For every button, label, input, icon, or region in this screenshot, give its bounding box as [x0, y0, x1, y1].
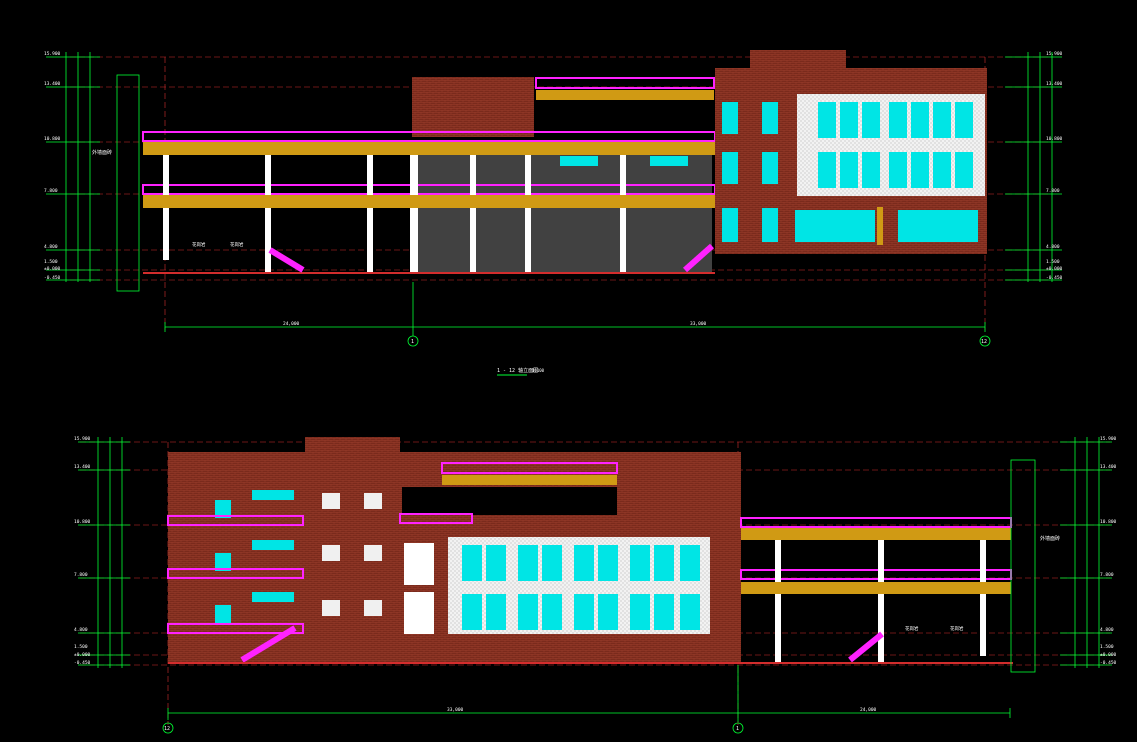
lower-left-level: 15.900 [74, 436, 91, 442]
upper-back-wall [412, 150, 712, 272]
lower-slab-level-3 [741, 528, 1011, 540]
drawing-scale: 1:100 [532, 368, 545, 373]
upper-curtain-windows [722, 102, 978, 242]
lower-left-level: 1.500 [74, 644, 88, 650]
upper-left-dim-column [46, 52, 140, 292]
lower-left-level: ±0.000 [74, 652, 91, 658]
lower-left-stair [240, 625, 297, 663]
lower-overall-dim-line [167, 665, 1011, 722]
lower-right-level: -0.450 [1100, 660, 1117, 666]
lower-right-level: 4.800 [1100, 627, 1114, 633]
upper-grid-bubble-label: 1 [411, 339, 414, 345]
upper-left-level: 7.800 [44, 188, 58, 194]
upper-brick-stair-tower [412, 77, 534, 137]
lower-elevation: 15.900 13.400 10.800 7.800 4.800 1.500 ±… [74, 436, 1117, 734]
upper-left-level: 13.400 [44, 81, 61, 87]
upper-elevation: 15.900 13.400 10.800 7.800 4.800 1.500 ±… [44, 50, 1063, 347]
upper-right-level: 4.800 [1046, 244, 1060, 250]
lower-louvers [404, 543, 434, 634]
upper-right-level: 7.800 [1046, 188, 1060, 194]
lower-left-level: 7.800 [74, 572, 88, 578]
upper-right-level: 15.900 [1046, 51, 1063, 57]
lower-tower-panels [322, 493, 382, 616]
lower-right-stair [848, 631, 884, 663]
upper-left-level: 1.500 [44, 259, 58, 265]
upper-left-stair [268, 247, 305, 273]
upper-slab-level-3 [143, 142, 715, 155]
upper-parapet [750, 50, 846, 72]
upper-overall-dim-line [164, 282, 986, 336]
drawing-title: 1 - 12 轴立面图 [497, 367, 538, 374]
lower-right-level: 1.500 [1100, 644, 1114, 650]
upper-grid-bubble-label: 12 [981, 339, 987, 345]
upper-right-level: ±0.000 [1046, 266, 1063, 272]
lower-grid-bubble [732, 722, 744, 734]
lower-ground-note: 花岗岩 [950, 625, 964, 632]
lower-overall-dim: 33,000 [447, 707, 464, 713]
lower-left-level: 4.800 [74, 627, 88, 633]
upper-material-note: 外墙面砖 [92, 149, 112, 156]
upper-columns [163, 155, 626, 273]
lower-right-level: ±0.000 [1100, 652, 1117, 658]
lower-grid-bubble-label: 1 [736, 726, 739, 732]
lower-right-level: 15.900 [1100, 436, 1117, 442]
lower-left-level: 13.400 [74, 464, 91, 470]
lower-grid-bubble-label: 12 [164, 726, 170, 732]
upper-door-post [877, 207, 883, 245]
upper-left-level: ±0.000 [44, 266, 61, 272]
upper-left-level: 4.800 [44, 244, 58, 250]
upper-ground-note: 花岗岩 [192, 241, 206, 248]
upper-right-level: -0.450 [1046, 275, 1063, 281]
upper-right-level: 10.800 [1046, 136, 1063, 142]
upper-mid-windows [560, 156, 688, 166]
lower-left-level: -0.450 [74, 660, 91, 666]
lower-columns [775, 540, 986, 662]
lower-left-railings [167, 513, 473, 634]
lower-left-level: 10.800 [74, 519, 91, 525]
lower-slab-level-2 [741, 582, 1011, 594]
upper-right-level: 13.400 [1046, 81, 1063, 87]
upper-overall-dim: 33,000 [690, 321, 707, 327]
lower-top-slab [442, 475, 617, 485]
lower-right-level: 10.800 [1100, 519, 1117, 525]
lower-railing-level-3 [740, 517, 1012, 528]
lower-stair-tower [305, 437, 400, 662]
lower-grid-bubble [162, 722, 174, 734]
lower-overall-dim: 24,000 [860, 707, 877, 713]
upper-slab-level-2 [143, 195, 715, 208]
lower-curtain-windows [215, 490, 700, 630]
upper-left-level: 15.900 [44, 51, 61, 57]
lower-right-level: 7.800 [1100, 572, 1114, 578]
upper-grid-bubble [979, 335, 991, 347]
upper-left-level: -0.450 [44, 275, 61, 281]
upper-ground-line [143, 272, 715, 274]
upper-right-stair [683, 243, 714, 273]
upper-right-dim-column [1005, 52, 1062, 282]
lower-right-dim-column [1010, 437, 1112, 673]
lower-recess [402, 487, 617, 515]
lower-railing-level-2 [740, 569, 1012, 580]
upper-ground-note: 花岗岩 [230, 241, 244, 248]
upper-grid-bubble [407, 335, 419, 347]
upper-right-level: 1.500 [1046, 259, 1060, 265]
lower-left-dim-column [78, 437, 130, 668]
upper-top-slab [536, 90, 714, 100]
lower-ground-note: 花岗岩 [905, 625, 919, 632]
lower-material-note: 外墙面砖 [1040, 535, 1060, 542]
upper-top-railing [535, 77, 715, 89]
lower-ground-line [168, 662, 1013, 664]
lower-top-railing [441, 462, 618, 474]
upper-left-level: 10.800 [44, 136, 61, 142]
upper-overall-dim: 24,000 [283, 321, 300, 327]
lower-right-level: 13.400 [1100, 464, 1117, 470]
